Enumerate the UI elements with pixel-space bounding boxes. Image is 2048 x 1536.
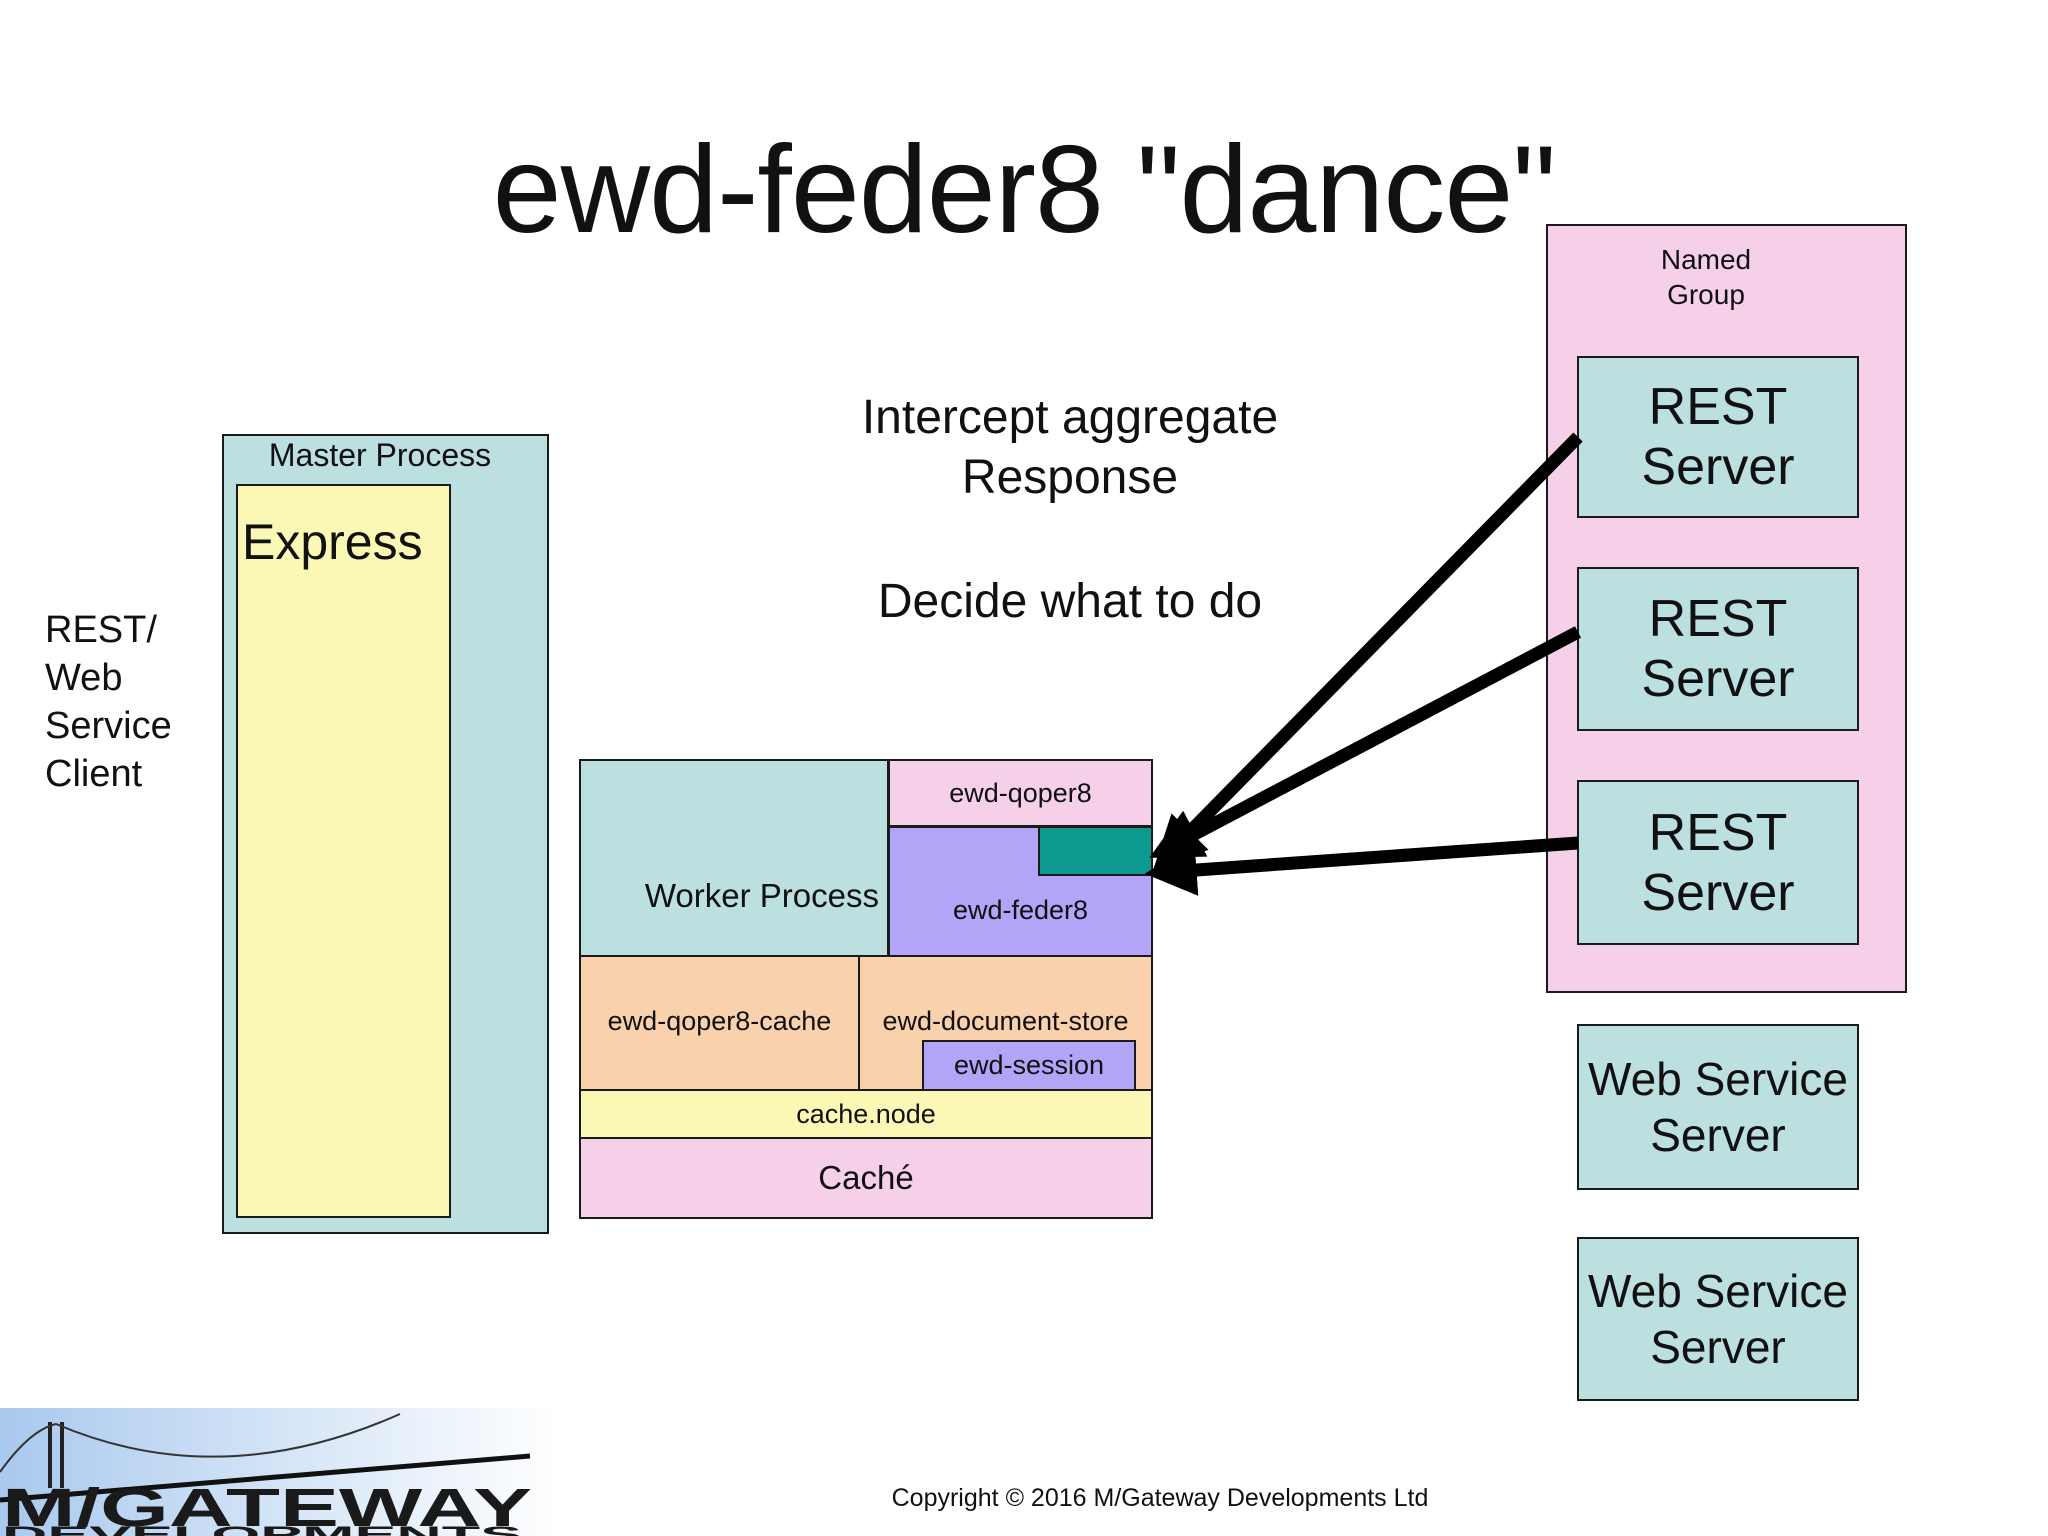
master-process-label: Master Process	[268, 437, 492, 473]
arrow-from-rest-server-2	[1149, 626, 1582, 858]
mgateway-logo: M/GATEWAY DEVELOPMENTS	[0, 1408, 560, 1536]
logo-sky	[0, 1408, 560, 1536]
logo-wordmark: M/GATEWAY	[2, 1478, 532, 1536]
qoper8-box: ewd-qoper8	[888, 759, 1153, 827]
cache-node-label: cache.node	[796, 1098, 936, 1129]
web-service-server-1: Web Service Server	[1577, 1024, 1859, 1190]
arrow-from-rest-server-1	[1153, 432, 1583, 869]
express-box	[236, 484, 451, 1218]
express-label: Express	[242, 514, 423, 570]
logo-subtitle: DEVELOPMENTS	[2, 1522, 522, 1536]
qoper8-cache-label: ewd-qoper8-cache	[607, 1006, 832, 1036]
annotation-intercept: Intercept aggregate Response	[861, 391, 1279, 504]
named-group-label: Named Group	[1660, 244, 1752, 310]
copyright-footer: Copyright © 2016 M/Gateway Developments …	[891, 1484, 1429, 1512]
annotation-decide: Decide what to do	[877, 575, 1263, 628]
bridge-icon	[0, 1413, 531, 1503]
client-label: REST/ Web Service Client	[45, 609, 172, 795]
session-box: ewd-session	[922, 1040, 1136, 1091]
web-service-server-2: Web Service Server	[1577, 1237, 1859, 1401]
worker-process-box: Worker Process	[579, 759, 889, 957]
session-label: ewd-session	[953, 1050, 1105, 1080]
feder8-label: ewd-feder8	[952, 895, 1089, 925]
qoper8-label: ewd-qoper8	[949, 777, 1092, 808]
cache-box: Caché	[579, 1137, 1153, 1219]
cache-label: Caché	[818, 1159, 914, 1196]
intercept-handler-box	[1038, 826, 1153, 876]
document-store-label: ewd-document-store	[882, 1006, 1129, 1036]
qoper8-cache-box	[579, 955, 860, 1091]
slide-title: ewd-feder8 "dance"	[492, 121, 1557, 259]
rest-server-2: REST Server	[1577, 567, 1859, 731]
worker-process-label: Worker Process	[644, 877, 879, 914]
arrow-from-rest-server-3	[1144, 836, 1579, 896]
cache-node-box: cache.node	[579, 1089, 1153, 1139]
rest-server-3: REST Server	[1577, 780, 1859, 945]
